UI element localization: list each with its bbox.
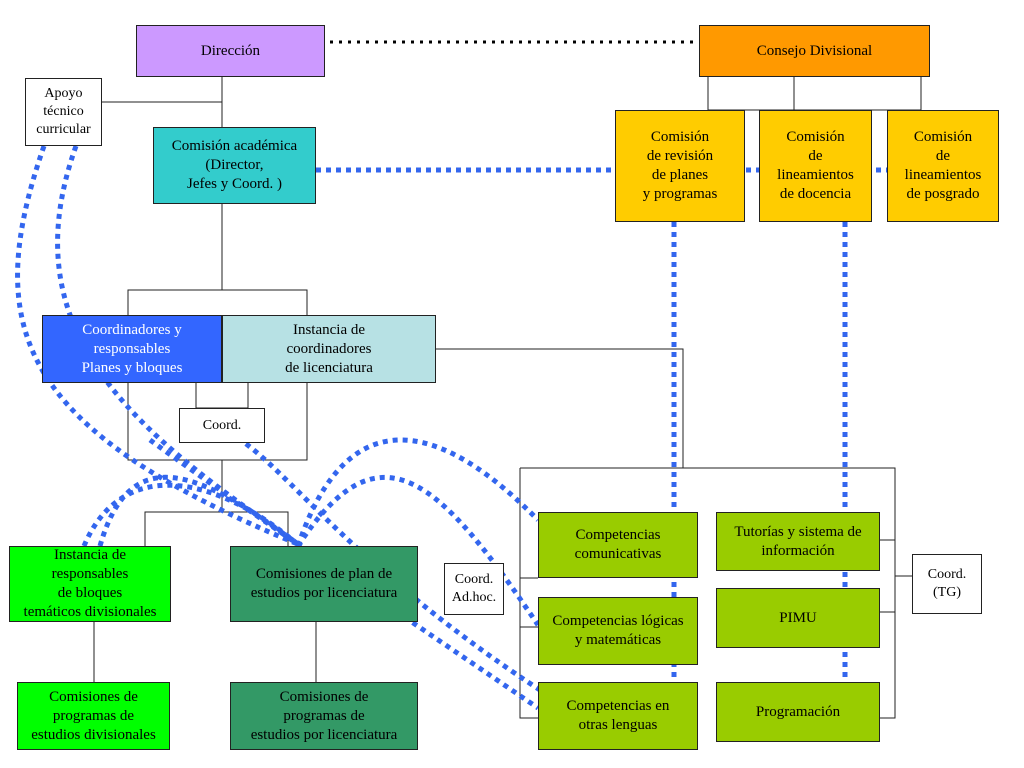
- node-instancia-coordinadores: Instancia de coordinadores de licenciatu…: [222, 315, 436, 383]
- node-consejo-divisional: Consejo Divisional: [699, 25, 930, 77]
- node-comision-academica: Comisión académica (Director, Jefes y Co…: [153, 127, 316, 204]
- node-coord-tg: Coord. (TG): [912, 554, 982, 614]
- node-apoyo-tecnico: Apoyo técnico curricular: [25, 78, 102, 146]
- node-comision-revision: Comisión de revisión de planes y program…: [615, 110, 745, 222]
- node-instancia-bloques: Instancia de responsables de bloques tem…: [9, 546, 171, 622]
- node-comision-docencia: Comisión de lineamientos de docencia: [759, 110, 872, 222]
- node-tutorias: Tutorías y sistema de información: [716, 512, 880, 571]
- node-programacion: Programación: [716, 682, 880, 742]
- node-comision-posgrado: Comisión de lineamientos de posgrado: [887, 110, 999, 222]
- node-direccion: Dirección: [136, 25, 325, 77]
- node-coordinadores: Coordinadores y responsables Planes y bl…: [42, 315, 222, 383]
- node-competencias-lenguas: Competencias en otras lenguas: [538, 682, 698, 750]
- node-comisiones-plan: Comisiones de plan de estudios por licen…: [230, 546, 418, 622]
- node-coord-adhoc: Coord. Ad.hoc.: [444, 563, 504, 615]
- node-competencias-logicas: Competencias lógicas y matemáticas: [538, 597, 698, 665]
- node-competencias-comunicativas: Competencias comunicativas: [538, 512, 698, 578]
- node-pimu: PIMU: [716, 588, 880, 648]
- node-comisiones-programas-divisionales: Comisiones de programas de estudios divi…: [17, 682, 170, 750]
- node-comisiones-programas-licenciatura: Comisiones de programas de estudios por …: [230, 682, 418, 750]
- node-coord: Coord.: [179, 408, 265, 443]
